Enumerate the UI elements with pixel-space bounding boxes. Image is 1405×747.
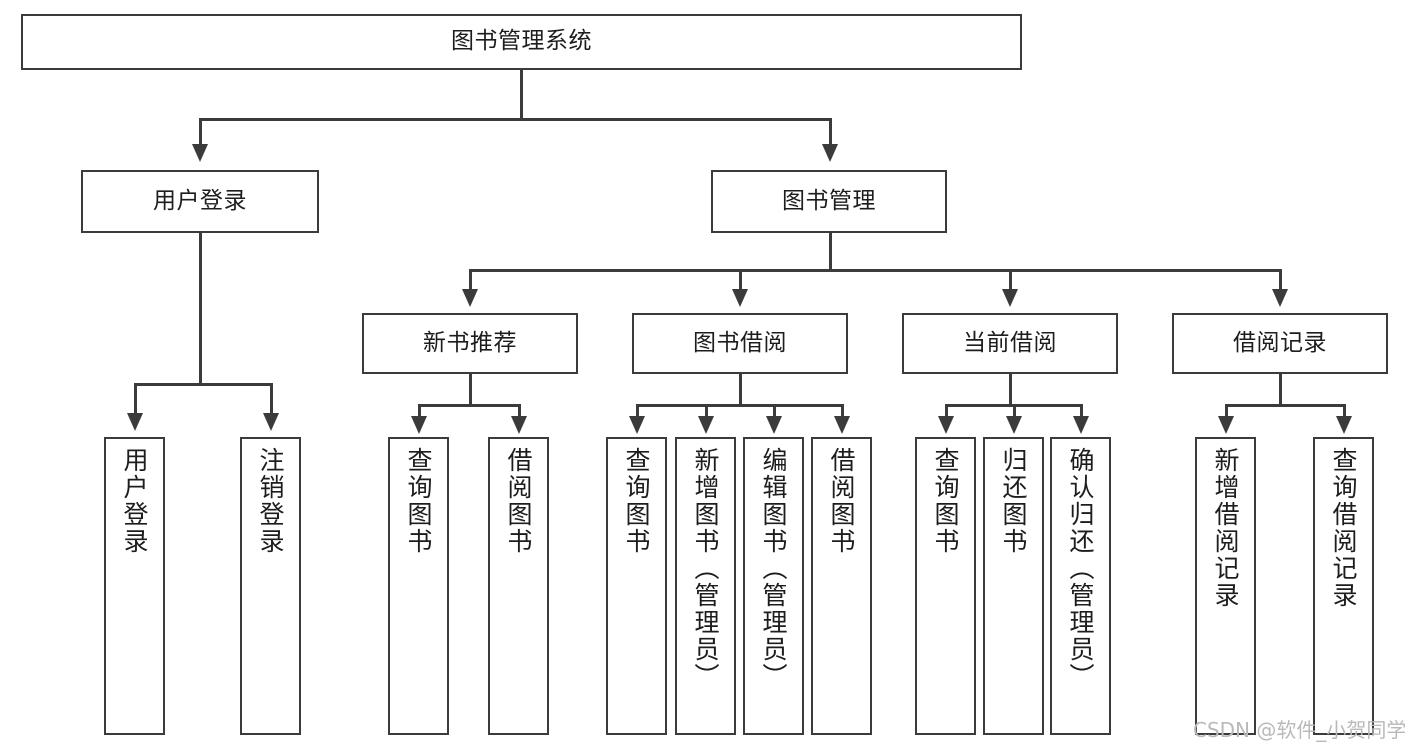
arrowhead-new-book-to-leaf-1 <box>411 416 427 434</box>
connector-current-borrow-to-leaf-2 <box>1013 404 1016 418</box>
connector-borrow-record-bus <box>1225 404 1345 407</box>
connector-book-management-bus <box>469 269 1281 272</box>
leaf-current-borrow-return-book[interactable]: 归还图书 <box>983 437 1044 735</box>
arrowhead-borrow-record-to-leaf-1 <box>1218 416 1234 434</box>
leaf-new-book-borrow-book[interactable]: 借阅图书 <box>488 437 549 735</box>
arrowhead-current-borrow-to-leaf-2 <box>1006 416 1022 434</box>
node-label: 借阅记录 <box>1233 329 1327 356</box>
node-book-borrow[interactable]: 图书借阅 <box>632 313 848 374</box>
node-label: 查询图书 <box>622 447 651 555</box>
node-label: 查询图书 <box>931 447 960 555</box>
connector-root-stem <box>520 70 523 120</box>
connector-book-borrow-stem <box>739 374 742 406</box>
arrowhead-bm-to-current-borrow <box>1002 289 1018 307</box>
arrowhead-book-borrow-to-leaf-3 <box>766 416 782 434</box>
arrowhead-new-book-to-leaf-2 <box>511 416 527 434</box>
connector-new-book-to-leaf-1 <box>418 404 421 418</box>
connector-book-borrow-to-leaf-1 <box>636 404 639 418</box>
leaf-book-borrow-edit-book[interactable]: 编辑图书（管理员） <box>743 437 804 735</box>
arrowhead-book-borrow-to-leaf-1 <box>629 416 645 434</box>
node-current-borrow[interactable]: 当前借阅 <box>902 313 1118 374</box>
connector-current-borrow-stem <box>1009 374 1012 406</box>
connector-root-to-user-login <box>199 118 202 146</box>
connector-user-login-to-leaf-2 <box>270 383 273 415</box>
leaf-new-book-query-book[interactable]: 查询图书 <box>388 437 449 735</box>
arrowhead-root-to-user-login <box>192 144 208 162</box>
connector-current-borrow-to-leaf-1 <box>945 404 948 418</box>
connector-new-book-stem <box>469 374 472 406</box>
arrowhead-user-login-to-leaf-1 <box>127 413 143 431</box>
arrowhead-bm-to-book-borrow <box>732 289 748 307</box>
node-borrow-record[interactable]: 借阅记录 <box>1172 313 1388 374</box>
node-label: 图书管理 <box>782 187 876 214</box>
connector-bm-to-new-book <box>469 269 472 291</box>
node-user-login[interactable]: 用户登录 <box>81 170 319 233</box>
connector-user-login-stem <box>199 233 202 385</box>
arrowhead-book-borrow-to-leaf-2 <box>698 416 714 434</box>
arrowhead-bm-to-borrow-record <box>1272 289 1288 307</box>
leaf-current-borrow-query-book[interactable]: 查询图书 <box>915 437 976 735</box>
arrowhead-book-borrow-to-leaf-4 <box>834 416 850 434</box>
leaf-borrow-record-add-record[interactable]: 新增借阅记录 <box>1195 437 1256 735</box>
node-label: 注销登录 <box>256 447 285 555</box>
node-label: 编辑图书（管理员） <box>759 447 788 690</box>
connector-new-book-bus <box>418 404 520 407</box>
node-book-management[interactable]: 图书管理 <box>711 170 947 233</box>
leaf-book-borrow-query-book[interactable]: 查询图书 <box>606 437 667 735</box>
connector-borrow-record-to-leaf-2 <box>1343 404 1346 418</box>
connector-root-to-book-management <box>829 118 832 146</box>
node-label: 新增图书（管理员） <box>691 447 720 690</box>
connector-new-book-to-leaf-2 <box>518 404 521 418</box>
leaf-borrow-record-query-record[interactable]: 查询借阅记录 <box>1313 437 1374 735</box>
connector-book-borrow-to-leaf-4 <box>841 404 844 418</box>
node-new-book-recommend[interactable]: 新书推荐 <box>362 313 578 374</box>
connector-user-login-to-leaf-1 <box>134 383 137 415</box>
connector-bm-to-book-borrow <box>739 269 742 291</box>
node-label: 新增借阅记录 <box>1211 447 1240 609</box>
node-label: 借阅图书 <box>827 447 856 555</box>
connector-book-borrow-bus <box>636 404 843 407</box>
arrowhead-current-borrow-to-leaf-3 <box>1073 416 1089 434</box>
node-label: 图书管理系统 <box>451 28 592 55</box>
connector-root-bus <box>199 118 831 121</box>
node-label: 新书推荐 <box>423 329 517 356</box>
leaf-book-borrow-add-book[interactable]: 新增图书（管理员） <box>675 437 736 735</box>
connector-bm-to-borrow-record <box>1279 269 1282 291</box>
node-label: 查询图书 <box>404 447 433 555</box>
node-label: 用户登录 <box>153 187 247 214</box>
node-label: 确认归还（管理员） <box>1066 447 1095 690</box>
leaf-book-borrow-borrow-book[interactable]: 借阅图书 <box>811 437 872 735</box>
connector-bm-to-current-borrow <box>1009 269 1012 291</box>
node-label: 图书借阅 <box>693 329 787 356</box>
connector-current-borrow-bus <box>945 404 1080 407</box>
node-label: 当前借阅 <box>963 329 1057 356</box>
leaf-current-borrow-confirm-return[interactable]: 确认归还（管理员） <box>1050 437 1111 735</box>
node-label: 归还图书 <box>999 447 1028 555</box>
node-label: 借阅图书 <box>504 447 533 555</box>
arrowhead-user-login-to-leaf-2 <box>263 413 279 431</box>
arrowhead-bm-to-new-book <box>462 289 478 307</box>
arrowhead-current-borrow-to-leaf-1 <box>938 416 954 434</box>
arrowhead-borrow-record-to-leaf-2 <box>1336 416 1352 434</box>
connector-current-borrow-to-leaf-3 <box>1080 404 1083 418</box>
connector-book-borrow-to-leaf-3 <box>773 404 776 418</box>
csdn-watermark: CSDN @软件_小贺同学 <box>1193 718 1405 742</box>
node-label: 用户登录 <box>120 447 149 555</box>
connector-borrow-record-stem <box>1279 374 1282 406</box>
leaf-user-login-logout[interactable]: 注销登录 <box>240 437 301 735</box>
connector-book-borrow-to-leaf-2 <box>705 404 708 418</box>
node-label: 查询借阅记录 <box>1329 447 1358 609</box>
connector-borrow-record-to-leaf-1 <box>1225 404 1228 418</box>
connector-book-management-stem <box>829 233 832 271</box>
arrowhead-root-to-book-management <box>822 144 838 162</box>
leaf-user-login-login[interactable]: 用户登录 <box>104 437 165 735</box>
connector-user-login-bus <box>134 383 272 386</box>
node-root-book-management-system[interactable]: 图书管理系统 <box>21 14 1022 70</box>
